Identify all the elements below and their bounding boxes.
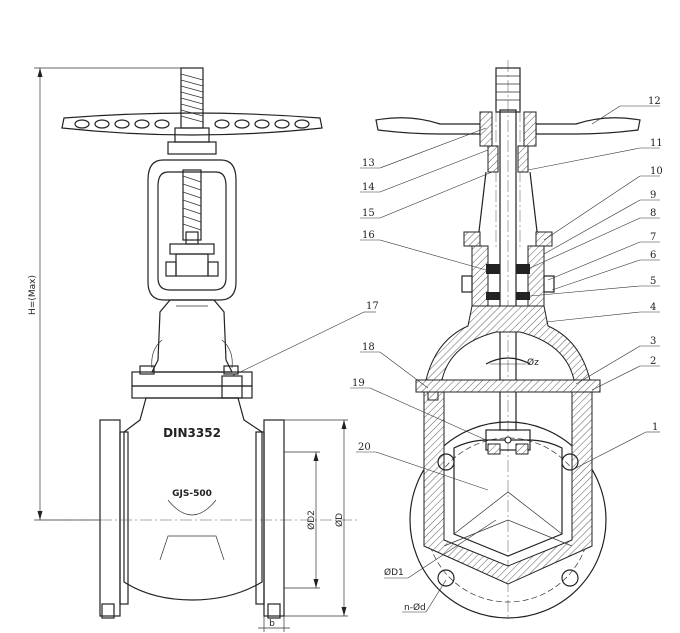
d2-dimension: ØD2 bbox=[284, 451, 320, 589]
d1-dimension: ØD1 bbox=[384, 519, 497, 579]
callout-12: 12 bbox=[591, 96, 661, 125]
callout-1: 1 bbox=[571, 422, 660, 471]
b-label: b bbox=[269, 619, 275, 629]
callout-15: 15 bbox=[360, 171, 493, 219]
front-view: H=(Max) bbox=[28, 67, 379, 632]
b-dimension: b bbox=[258, 616, 290, 632]
svg-text:5: 5 bbox=[650, 276, 656, 287]
handwheel-section bbox=[375, 111, 641, 173]
svg-text:16: 16 bbox=[362, 230, 375, 241]
svg-text:20: 20 bbox=[358, 442, 371, 453]
bolt-holes-label: n-Ød bbox=[404, 602, 426, 613]
callout-17-label: 17 bbox=[366, 301, 379, 312]
bolt-holes-dimension: n-Ød bbox=[402, 579, 447, 613]
callouts-right: 12 11 10 9 8 bbox=[527, 96, 663, 471]
svg-text:7: 7 bbox=[650, 232, 656, 243]
svg-text:13: 13 bbox=[362, 158, 375, 169]
callout-17: 17 bbox=[231, 301, 379, 377]
z-label: Øz bbox=[527, 357, 539, 368]
svg-text:1: 1 bbox=[652, 422, 658, 433]
body-marking: DIN3352 bbox=[163, 426, 221, 440]
callout-4: 4 bbox=[545, 302, 660, 323]
callout-8: 8 bbox=[529, 208, 660, 269]
callout-7: 7 bbox=[547, 232, 660, 281]
callout-14: 14 bbox=[360, 149, 489, 193]
handwheel-front bbox=[61, 112, 323, 143]
d-dimension: ØD bbox=[284, 419, 348, 617]
body-section bbox=[409, 391, 607, 619]
callout-13: 13 bbox=[360, 127, 487, 169]
d1-label: ØD1 bbox=[384, 567, 404, 578]
svg-text:6: 6 bbox=[650, 250, 656, 261]
height-label: H=(Max) bbox=[28, 275, 38, 315]
stem-thread-front bbox=[180, 67, 204, 129]
bonnet-flange-front bbox=[131, 365, 253, 399]
svg-text:12: 12 bbox=[648, 96, 661, 107]
d-label: ØD bbox=[334, 513, 345, 527]
bonnet-front bbox=[151, 299, 233, 373]
right-flange bbox=[255, 419, 285, 619]
callout-10: 10 bbox=[543, 166, 663, 241]
callout-2: 2 bbox=[591, 356, 660, 391]
section-view: Øz ØD1 bbox=[350, 60, 663, 620]
material-marking: GJS-500 bbox=[172, 489, 212, 499]
valve-body-front: DIN3352 GJS-500 bbox=[123, 397, 263, 601]
svg-text:3: 3 bbox=[650, 336, 656, 347]
svg-text:10: 10 bbox=[650, 166, 663, 177]
svg-text:15: 15 bbox=[362, 208, 375, 219]
bonnet-section: Øz bbox=[415, 305, 601, 393]
callout-11: 11 bbox=[527, 138, 663, 171]
svg-text:19: 19 bbox=[352, 378, 365, 389]
height-dimension: H=(Max) bbox=[28, 67, 190, 521]
svg-text:18: 18 bbox=[362, 342, 375, 353]
callout-6: 6 bbox=[551, 250, 660, 291]
svg-text:2: 2 bbox=[650, 356, 656, 367]
svg-text:9: 9 bbox=[650, 190, 656, 201]
callout-3: 3 bbox=[575, 336, 660, 385]
callout-16: 16 bbox=[360, 230, 487, 271]
yoke-front bbox=[147, 141, 237, 301]
left-flange bbox=[99, 419, 129, 619]
svg-text:8: 8 bbox=[650, 208, 656, 219]
callout-18: 18 bbox=[360, 342, 429, 389]
callouts-left: 13 14 15 16 18 bbox=[350, 127, 493, 491]
callout-20: 20 bbox=[356, 442, 489, 491]
svg-text:4: 4 bbox=[650, 302, 656, 313]
svg-text:14: 14 bbox=[362, 182, 375, 193]
svg-text:11: 11 bbox=[650, 138, 663, 149]
callout-9: 9 bbox=[543, 190, 660, 255]
yoke-section bbox=[461, 171, 555, 307]
callout-5: 5 bbox=[529, 276, 660, 297]
d2-label: ØD2 bbox=[306, 510, 317, 530]
callout-19: 19 bbox=[350, 378, 487, 441]
